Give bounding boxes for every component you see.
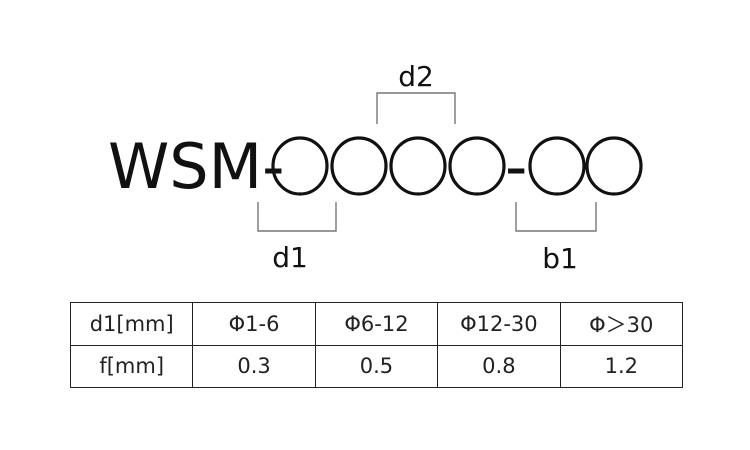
code-slot-1 <box>271 136 329 196</box>
table-cell: Φ1-6 <box>192 302 316 346</box>
code-slot-3 <box>389 136 447 196</box>
code-slot-2 <box>330 136 388 196</box>
table-cell: 0.5 <box>314 344 439 388</box>
bracket-d2 <box>376 92 456 124</box>
code-slot-5 <box>528 136 586 196</box>
label-d1: d1 <box>272 241 308 274</box>
table-cell: 1.2 <box>559 344 684 388</box>
spec-table: d1[mm] Φ1-6 Φ6-12 Φ12-30 Φ＞30 f[mm] 0.3 … <box>69 302 684 388</box>
label-d2: d2 <box>398 60 434 93</box>
code-slot-6 <box>585 136 643 196</box>
table-cell: Φ6-12 <box>314 302 439 346</box>
slot-group-2 <box>528 136 643 196</box>
label-b1: b1 <box>542 242 578 275</box>
table-cell: 0.8 <box>437 344 561 388</box>
table-row: d1[mm] Φ1-6 Φ6-12 Φ12-30 Φ＞30 <box>69 302 684 346</box>
table-cell: Φ12-30 <box>437 302 561 346</box>
bracket-d1 <box>257 202 337 232</box>
table-cell: f[mm] <box>69 344 194 388</box>
code-slot-4 <box>448 136 506 196</box>
code-separator: - <box>505 130 527 203</box>
bracket-b1 <box>515 202 597 232</box>
table-cell: Φ＞30 <box>559 302 684 346</box>
table-row: f[mm] 0.3 0.5 0.8 1.2 <box>69 344 684 388</box>
table-cell: d1[mm] <box>69 302 194 346</box>
code-prefix: WSM- <box>108 130 285 203</box>
table-cell: 0.3 <box>192 344 316 388</box>
slot-group-1 <box>271 136 506 196</box>
